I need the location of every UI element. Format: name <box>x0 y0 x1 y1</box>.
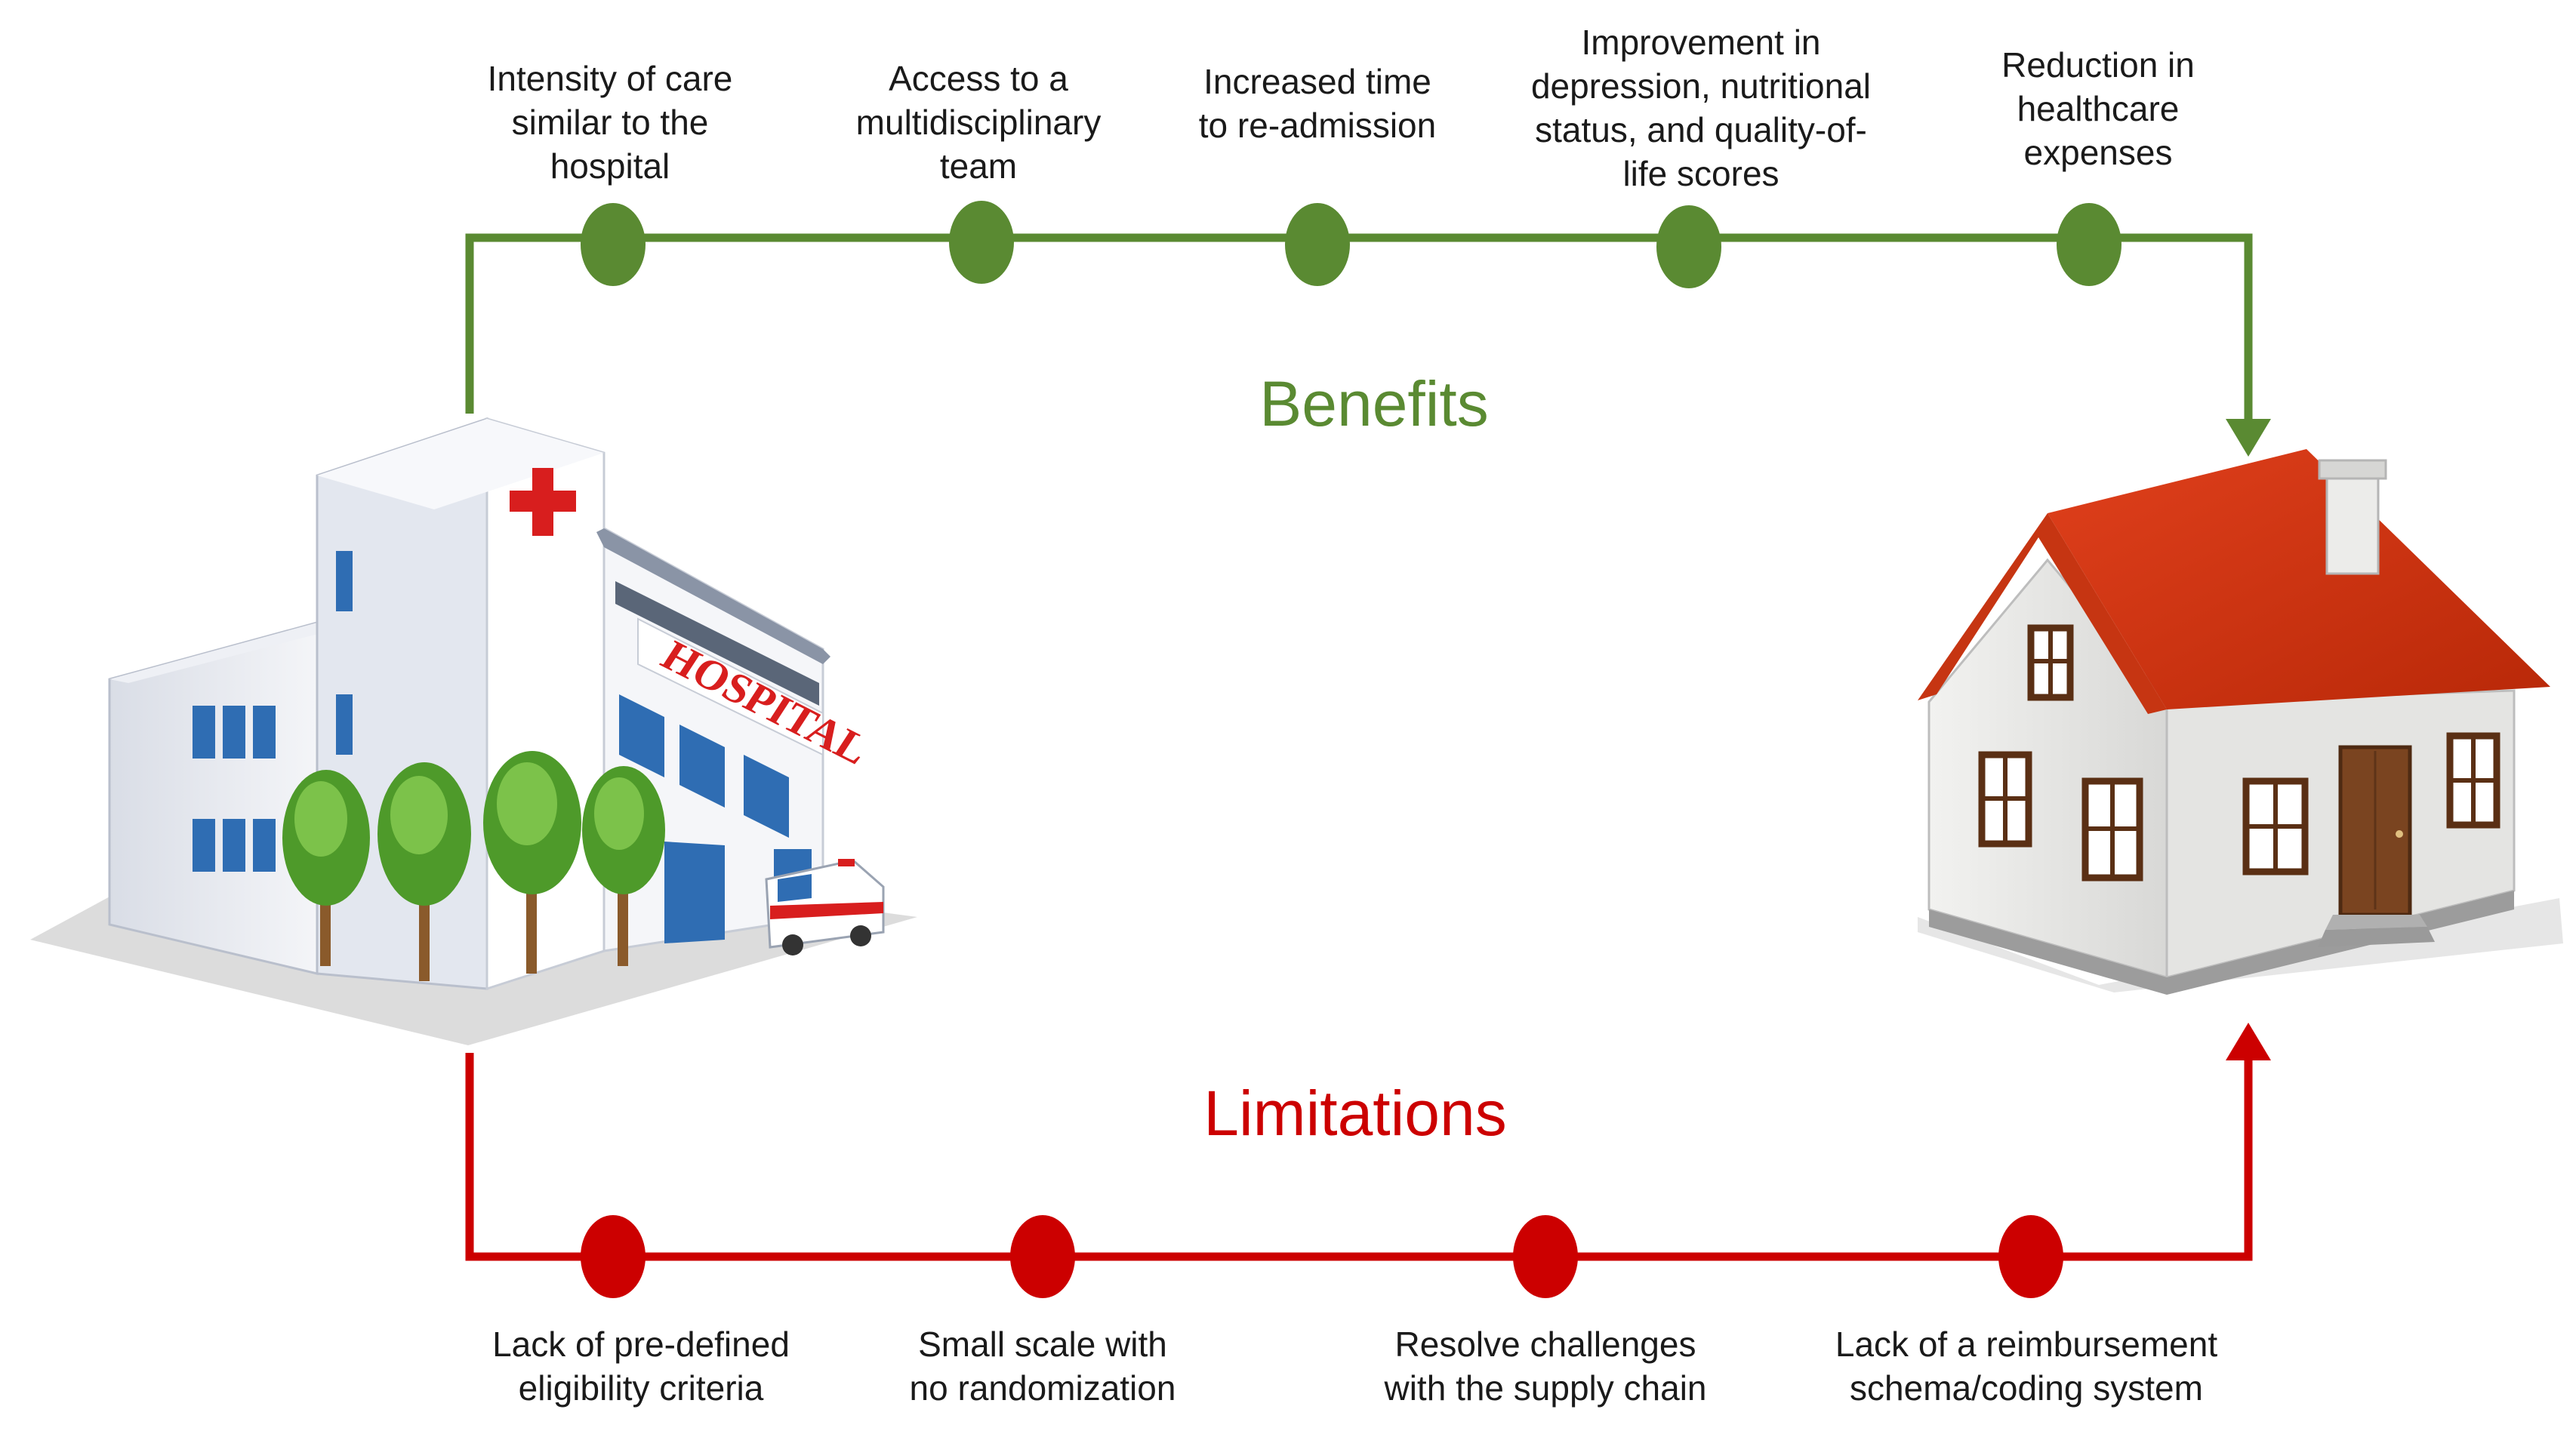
limitations-heading: Limitations <box>1203 1078 1507 1149</box>
limitation-label-1: Lack of pre-defined eligibility criteria <box>492 1325 790 1408</box>
limitation-marker-4 <box>1998 1215 2063 1298</box>
benefits-track <box>465 233 2271 457</box>
benefit-marker-3 <box>1285 203 1350 286</box>
benefit-markers <box>581 201 2122 288</box>
gable-window <box>2027 624 2074 701</box>
hospital-illustration: HOSPITAL <box>30 417 917 1045</box>
benefits-heading: Benefits <box>1259 368 1489 439</box>
red-cross-icon <box>510 468 576 536</box>
benefit-label-3: Increased time to re-admission <box>1198 62 1437 145</box>
benefits-arrowhead <box>2226 419 2271 457</box>
benefit-marker-2 <box>949 201 1014 284</box>
limitation-label-4: Lack of a reimbursement schema/coding sy… <box>1835 1325 2218 1408</box>
ambulance-icon <box>765 859 885 955</box>
limitation-marker-2 <box>1010 1215 1075 1298</box>
benefit-label-2: Access to a multidisciplinary team <box>855 59 1102 186</box>
limitations-track <box>465 1023 2271 1261</box>
limitation-label-3: Resolve challenges with the supply chain <box>1384 1325 1707 1408</box>
benefit-label-4: Improvement in depression, nutritional s… <box>1530 23 1872 193</box>
front-door <box>2338 745 2412 917</box>
limitation-markers <box>581 1215 2063 1298</box>
benefit-marker-5 <box>2057 203 2122 286</box>
limitations-arrowhead <box>2226 1023 2271 1060</box>
limitation-marker-3 <box>1513 1215 1578 1298</box>
limitation-label-2: Small scale with no randomization <box>909 1325 1176 1408</box>
benefit-marker-4 <box>1656 205 1721 288</box>
benefit-label-1: Intensity of care similar to the hospita… <box>487 59 733 186</box>
benefit-marker-1 <box>581 203 646 286</box>
trees <box>282 751 665 981</box>
benefit-label-5: Reduction in healthcare expenses <box>2001 45 2195 172</box>
limitations-line <box>465 1053 2253 1261</box>
house-illustration <box>1918 449 2563 995</box>
benefits-line <box>465 233 2253 426</box>
limitation-marker-1 <box>581 1215 646 1298</box>
